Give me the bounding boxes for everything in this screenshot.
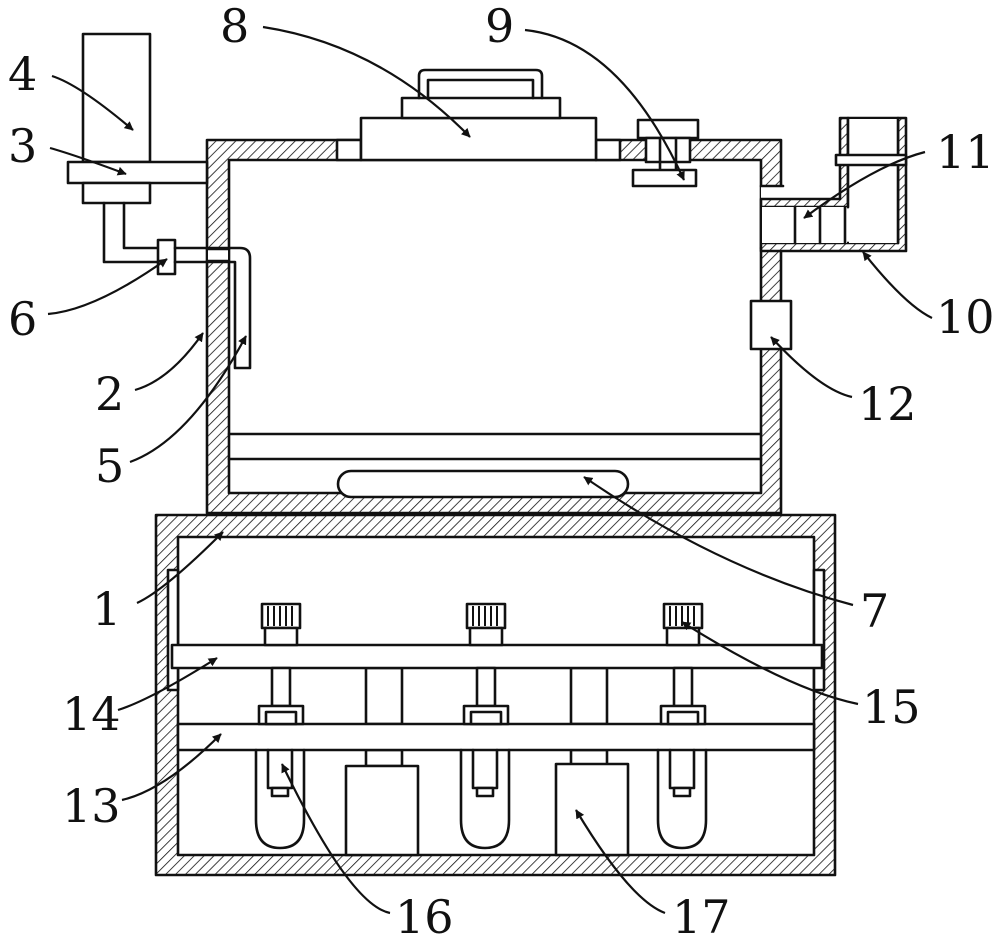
label-15: 15 — [862, 680, 921, 734]
lid-base — [359, 116, 598, 162]
label-9: 9 — [485, 0, 514, 53]
tube-holder-2 — [459, 602, 511, 850]
lid-handle — [417, 68, 544, 100]
leader-4 — [51, 74, 134, 131]
label-5: 5 — [95, 439, 124, 493]
part-labels: 1 2 3 4 5 6 7 8 9 10 11 12 13 14 15 16 1… — [8, 0, 995, 943]
label-8: 8 — [220, 0, 249, 53]
label-17: 17 — [672, 890, 731, 943]
feed-cylinder — [81, 32, 152, 164]
test-tube — [656, 748, 708, 850]
leader-12 — [770, 336, 853, 399]
label-14: 14 — [62, 687, 121, 741]
feed-pipe-outer — [102, 201, 162, 264]
label-2: 2 — [95, 367, 124, 421]
feed-assembly — [66, 32, 252, 370]
tube-holder-1 — [254, 602, 306, 850]
label-7: 7 — [860, 584, 889, 638]
label-13: 13 — [62, 779, 121, 833]
leader-11 — [803, 150, 926, 219]
base-box — [154, 513, 837, 877]
upper-tank — [205, 138, 783, 515]
wall-port — [208, 249, 228, 261]
guide-rail-right — [812, 568, 826, 692]
leader-13 — [121, 733, 222, 802]
leader-1 — [136, 531, 224, 604]
feed-valve — [156, 238, 177, 276]
label-1: 1 — [92, 582, 121, 636]
leader-8 — [262, 25, 471, 138]
leader-10 — [862, 251, 933, 319]
motor-left — [344, 764, 420, 857]
leader-16 — [281, 763, 391, 915]
feed-pipe-right — [173, 246, 252, 370]
side-fitting — [749, 299, 793, 351]
label-10: 10 — [936, 290, 995, 344]
outlet-flange — [834, 153, 908, 167]
leader-14 — [117, 657, 218, 712]
leader-6 — [47, 258, 168, 316]
label-12: 12 — [858, 377, 917, 431]
lid-assembly — [335, 68, 622, 162]
leader-9 — [524, 28, 686, 181]
motor-right — [554, 762, 630, 857]
leader-15 — [681, 621, 859, 706]
mount-bracket — [66, 160, 209, 185]
label-4: 4 — [8, 47, 37, 101]
leader-3 — [49, 146, 127, 176]
lid-side-left — [335, 138, 363, 162]
heating-rod — [336, 469, 630, 499]
test-tube — [459, 748, 511, 850]
lid-side-right — [594, 138, 622, 162]
top-valve-plate — [631, 168, 698, 188]
support-column-1 — [364, 666, 404, 726]
label-3: 3 — [8, 119, 37, 173]
guide-rail-left — [166, 568, 180, 692]
upper-tank-wall — [205, 138, 783, 515]
label-16: 16 — [395, 890, 454, 943]
label-11: 11 — [936, 125, 995, 179]
leader-5 — [129, 335, 247, 464]
test-tube — [254, 748, 306, 850]
top-valve-cap — [636, 118, 700, 140]
leader-7 — [583, 476, 854, 607]
leader-2 — [134, 332, 204, 392]
support-column-2 — [569, 666, 609, 726]
leader-lines — [47, 25, 933, 915]
lid-top — [400, 96, 562, 120]
leader-17 — [575, 809, 666, 915]
lower-plate — [176, 722, 816, 752]
cylinder-base — [81, 181, 152, 205]
label-6: 6 — [8, 292, 37, 346]
feed-pipe-inner — [122, 201, 162, 250]
